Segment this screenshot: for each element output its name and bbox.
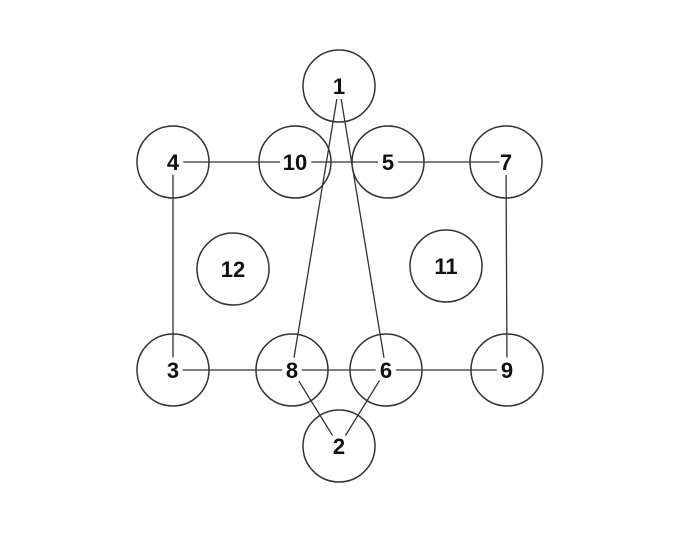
node-circle bbox=[255, 333, 329, 407]
node-label: 10 bbox=[283, 150, 307, 175]
node-label: 11 bbox=[434, 254, 457, 279]
node-circle bbox=[470, 333, 544, 407]
edge-line-8-2 bbox=[291, 369, 340, 447]
node-label: 8 bbox=[286, 358, 298, 383]
node-label: 4 bbox=[167, 150, 180, 175]
node-label: 9 bbox=[501, 358, 513, 383]
node-12: 12 bbox=[196, 232, 270, 306]
node-label: 5 bbox=[382, 150, 394, 175]
node-circle bbox=[349, 333, 423, 407]
edge-line-6-2 bbox=[338, 369, 387, 447]
node-1: 1 bbox=[302, 49, 376, 123]
node-10: 10 bbox=[258, 125, 332, 199]
node-circle bbox=[136, 333, 210, 407]
node-label: 3 bbox=[167, 358, 179, 383]
node-9: 9 bbox=[470, 333, 544, 407]
node-label: 12 bbox=[221, 257, 245, 282]
node-circle bbox=[469, 125, 543, 199]
edge-line-1-5-11-6 bbox=[338, 85, 387, 371]
edge-line-7-11-9 bbox=[505, 161, 508, 371]
node-circle bbox=[302, 409, 376, 483]
node-3: 3 bbox=[136, 333, 210, 407]
node-circle bbox=[136, 125, 210, 199]
node-label: 1 bbox=[333, 74, 345, 99]
node-circle bbox=[196, 232, 270, 306]
node-circle bbox=[302, 49, 376, 123]
node-label: 6 bbox=[380, 358, 392, 383]
node-6: 6 bbox=[349, 333, 423, 407]
node-label: 7 bbox=[500, 150, 512, 175]
node-label: 2 bbox=[333, 434, 345, 459]
node-7: 7 bbox=[469, 125, 543, 199]
node-2: 2 bbox=[302, 409, 376, 483]
node-8: 8 bbox=[255, 333, 329, 407]
node-11: 11 bbox=[409, 229, 483, 303]
edge-line-1-10-12-8 bbox=[291, 85, 340, 371]
node-circle bbox=[258, 125, 332, 199]
node-circle bbox=[409, 229, 483, 303]
node-5: 5 bbox=[351, 125, 425, 199]
node-circle bbox=[351, 125, 425, 199]
